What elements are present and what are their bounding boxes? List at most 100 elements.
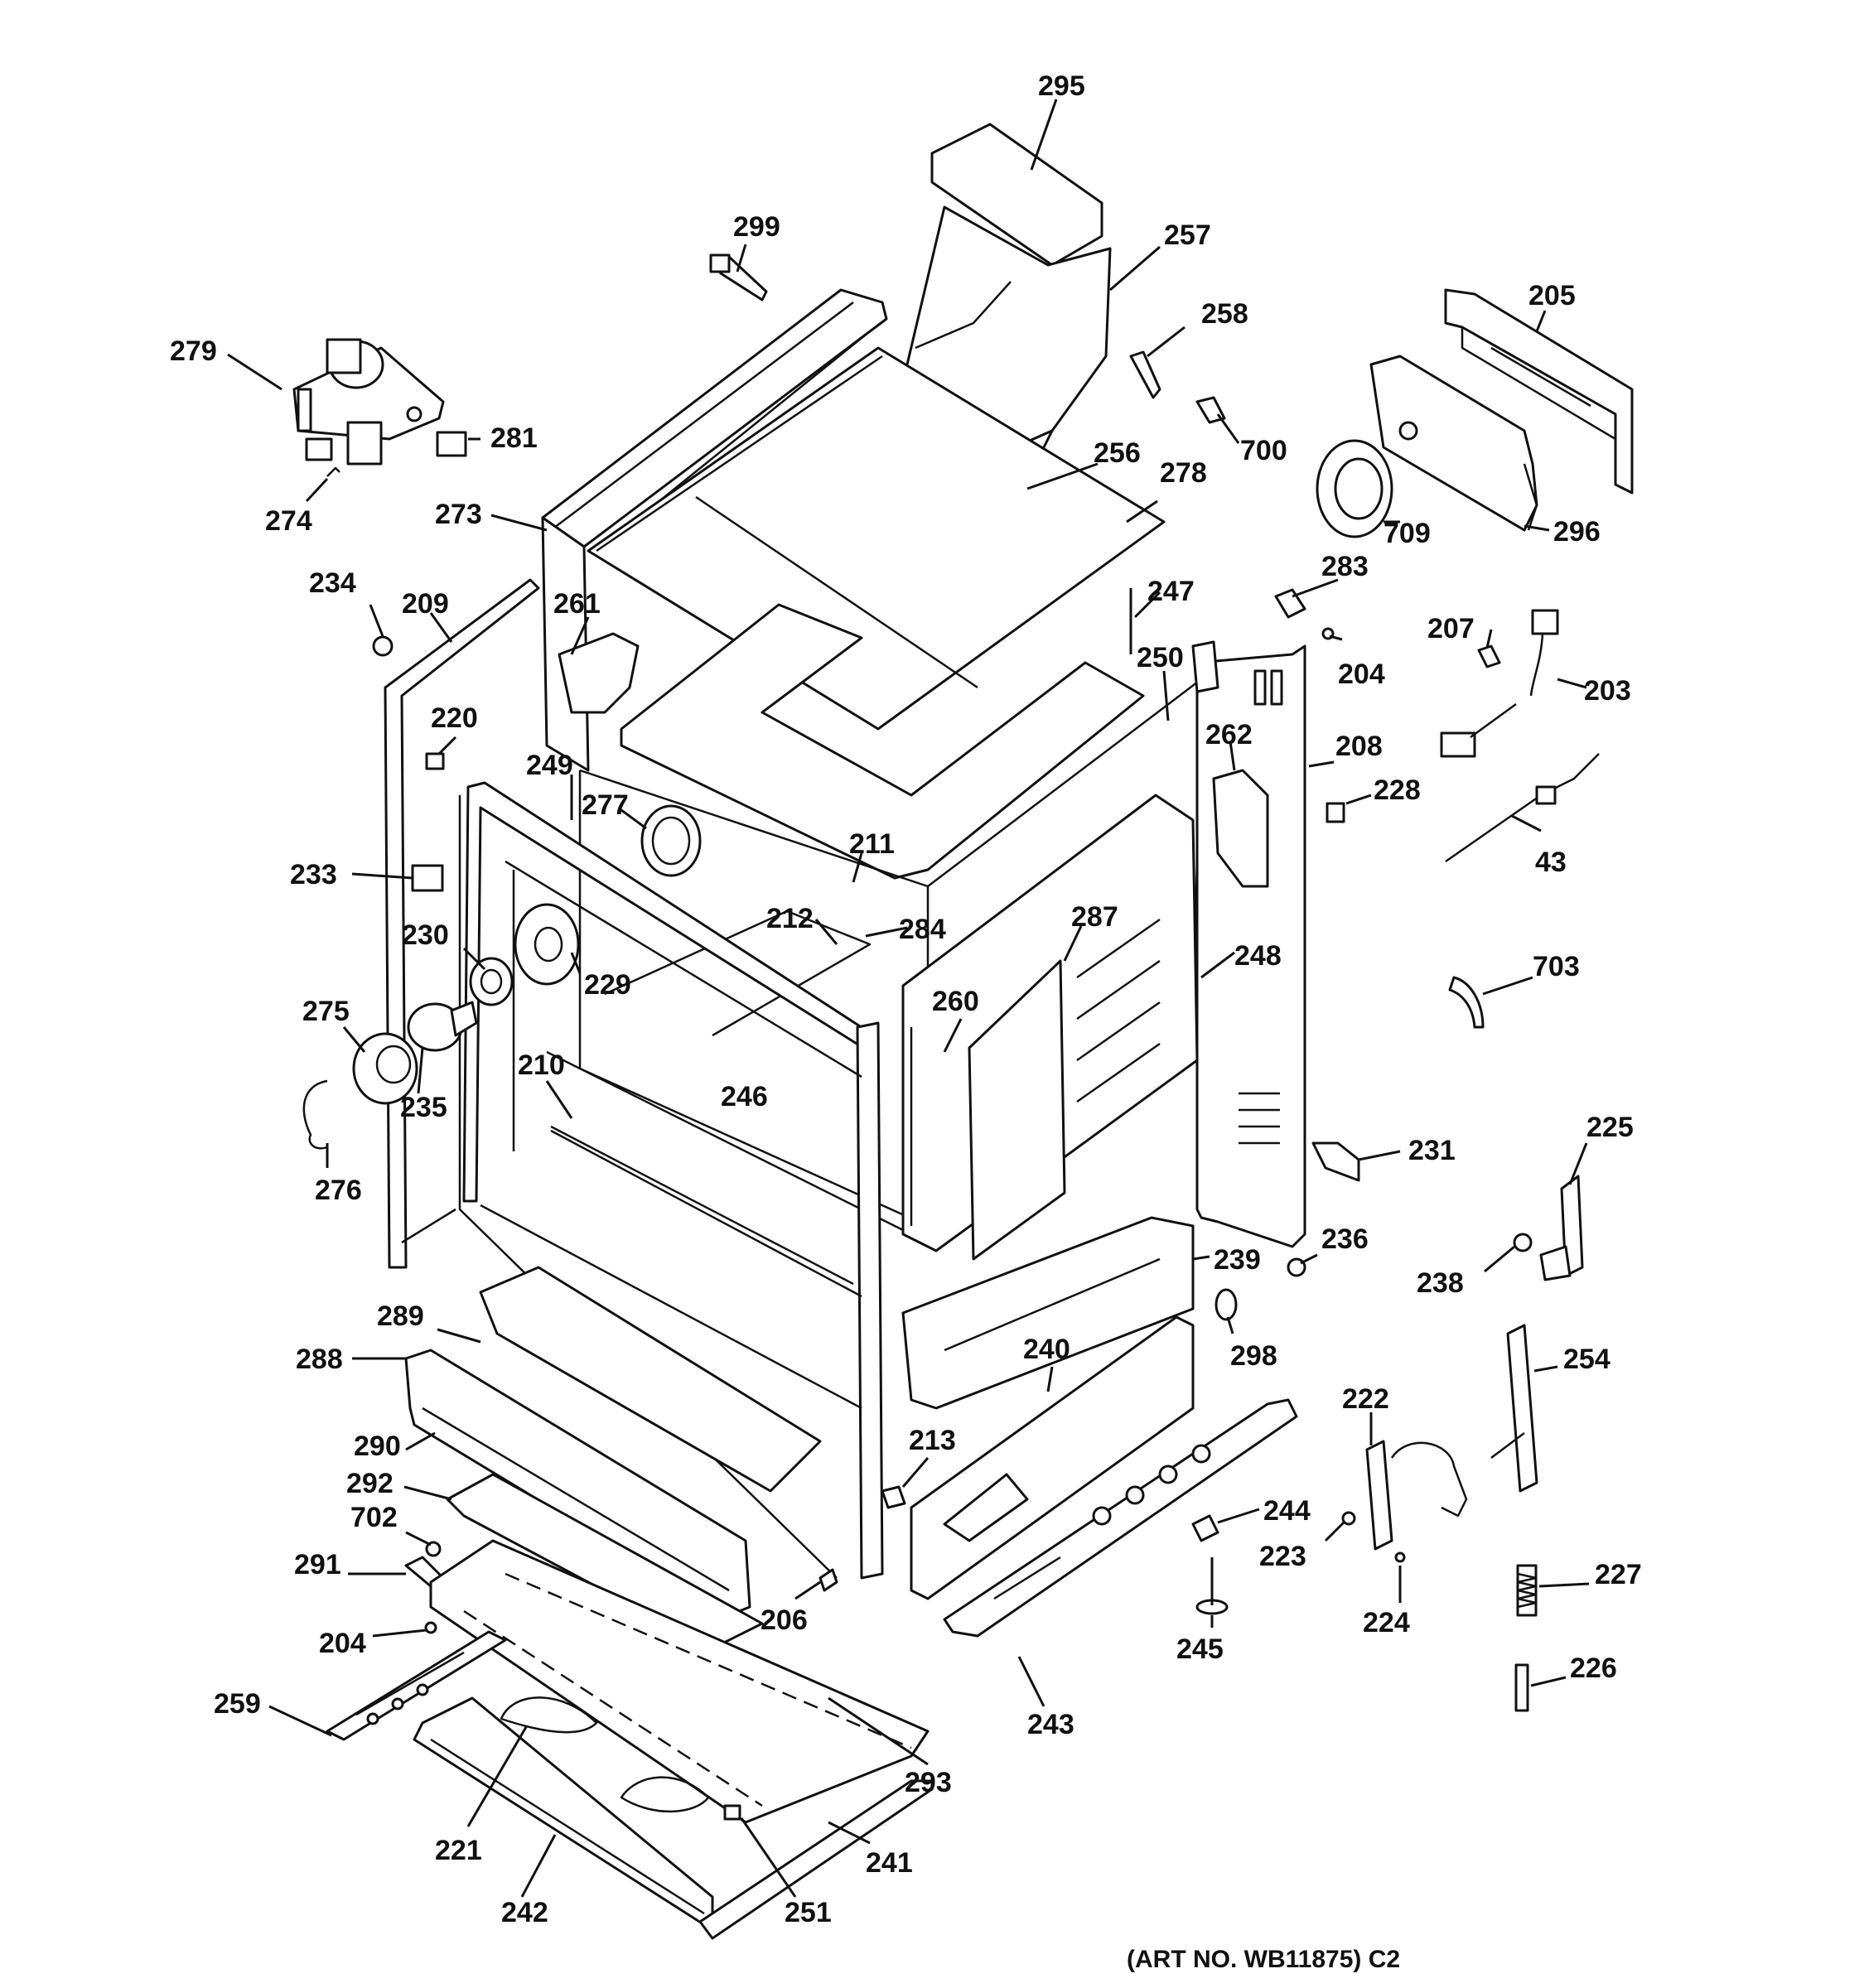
callout-234: 234 bbox=[309, 567, 356, 599]
screw-part-204b bbox=[424, 1621, 437, 1634]
back-panel-part-296 bbox=[1369, 355, 1538, 532]
clip-part-213 bbox=[881, 1485, 906, 1509]
link-part-226 bbox=[1514, 1663, 1529, 1712]
callout-233: 233 bbox=[290, 859, 337, 890]
top-frame-part-273 bbox=[541, 288, 888, 772]
callout-274: 274 bbox=[265, 505, 312, 537]
callout-276: 276 bbox=[315, 1175, 362, 1206]
callout-289: 289 bbox=[377, 1300, 424, 1332]
rail-part-241 bbox=[698, 1779, 934, 1940]
callout-248: 248 bbox=[1234, 940, 1282, 972]
socket-part-233 bbox=[411, 864, 444, 892]
screw-part-223 bbox=[1341, 1511, 1356, 1526]
screw-part-274 bbox=[326, 466, 340, 477]
shield-part-703 bbox=[1448, 976, 1485, 1029]
callout-231: 231 bbox=[1408, 1135, 1456, 1166]
gasket-part-276 bbox=[302, 1079, 328, 1150]
callout-246: 246 bbox=[721, 1081, 768, 1112]
callout-204a: 204 bbox=[1338, 659, 1385, 690]
clip-part-298 bbox=[1214, 1288, 1238, 1321]
callout-261: 261 bbox=[553, 588, 601, 620]
hinge-part-222 bbox=[1365, 1440, 1468, 1551]
callout-250: 250 bbox=[1137, 642, 1184, 673]
callout-254: 254 bbox=[1563, 1344, 1610, 1375]
callout-235: 235 bbox=[400, 1092, 447, 1123]
switch-part-281 bbox=[436, 431, 467, 457]
hinge-part-254 bbox=[1490, 1324, 1538, 1493]
callout-242: 242 bbox=[501, 1897, 548, 1928]
part-drawings bbox=[292, 123, 1634, 1940]
callout-702: 702 bbox=[350, 1502, 398, 1533]
callout-284: 284 bbox=[899, 914, 946, 945]
callout-43: 43 bbox=[1535, 847, 1567, 878]
bracket-part-231 bbox=[1311, 1141, 1360, 1182]
callout-209: 209 bbox=[402, 588, 449, 620]
callout-295: 295 bbox=[1038, 70, 1085, 102]
callout-244: 244 bbox=[1263, 1495, 1311, 1527]
callout-203: 203 bbox=[1584, 675, 1631, 707]
rail-part-210 bbox=[550, 1129, 862, 1298]
callout-238: 238 bbox=[1417, 1267, 1464, 1299]
grommet-part-234 bbox=[372, 635, 394, 657]
burner-part-709 bbox=[1316, 439, 1393, 538]
clip-part-283 bbox=[1274, 588, 1306, 619]
callout-228: 228 bbox=[1374, 774, 1421, 806]
callout-259: 259 bbox=[214, 1688, 261, 1720]
callout-247: 247 bbox=[1147, 576, 1195, 607]
callout-211: 211 bbox=[849, 828, 895, 860]
callout-299: 299 bbox=[733, 211, 780, 243]
bracket-part-225 bbox=[1513, 1175, 1584, 1281]
callout-278: 278 bbox=[1160, 457, 1207, 489]
panel-part-293 bbox=[429, 1539, 930, 1824]
panel-part-240 bbox=[910, 1315, 1195, 1600]
lamp-cover-part-275 bbox=[352, 1032, 418, 1105]
insulation-part-261 bbox=[558, 632, 640, 714]
callout-240: 240 bbox=[1023, 1334, 1070, 1365]
cord-part-203 bbox=[1440, 609, 1559, 758]
callout-210: 210 bbox=[518, 1049, 565, 1081]
callout-283: 283 bbox=[1321, 551, 1369, 582]
callout-229: 229 bbox=[584, 969, 631, 1001]
callout-227: 227 bbox=[1595, 1559, 1642, 1590]
callout-206: 206 bbox=[761, 1604, 808, 1636]
callout-291: 291 bbox=[294, 1549, 341, 1580]
screw-part-224 bbox=[1394, 1551, 1406, 1563]
callout-709: 709 bbox=[1384, 518, 1431, 549]
socket-part-230 bbox=[469, 957, 514, 1006]
callout-220: 220 bbox=[431, 702, 478, 734]
clip-part-207 bbox=[1477, 644, 1501, 668]
callout-258: 258 bbox=[1201, 298, 1248, 330]
insulation-part-262 bbox=[1212, 769, 1269, 888]
callout-241: 241 bbox=[866, 1847, 913, 1879]
callout-225: 225 bbox=[1586, 1112, 1634, 1143]
ring-inner-277 bbox=[651, 816, 691, 866]
callout-226: 226 bbox=[1570, 1653, 1617, 1684]
callout-256: 256 bbox=[1094, 437, 1141, 469]
slide-part-259 bbox=[326, 1630, 507, 1741]
callout-230: 230 bbox=[402, 919, 449, 951]
callout-277: 277 bbox=[582, 789, 629, 821]
callout-221: 221 bbox=[435, 1835, 482, 1866]
callout-275: 275 bbox=[302, 996, 350, 1027]
callout-287: 287 bbox=[1071, 901, 1118, 933]
burner-part-221 bbox=[500, 1696, 710, 1813]
rail-part-243 bbox=[943, 1398, 1298, 1638]
clip-part-700 bbox=[1195, 396, 1226, 424]
ring-part-229 bbox=[514, 903, 580, 986]
callout-236: 236 bbox=[1321, 1223, 1369, 1255]
callout-273: 273 bbox=[435, 499, 482, 530]
callout-293: 293 bbox=[905, 1767, 952, 1798]
back-panel-part-205 bbox=[1444, 288, 1634, 495]
art-number: (ART NO. WB11875) C2 bbox=[1127, 1946, 1400, 1973]
clip-part-244 bbox=[1191, 1514, 1219, 1542]
sensor-part-43 bbox=[1445, 753, 1600, 863]
panel-part-289 bbox=[479, 1266, 822, 1493]
panel-part-292 bbox=[446, 1473, 764, 1650]
callout-208: 208 bbox=[1335, 731, 1383, 762]
callout-224: 224 bbox=[1363, 1607, 1410, 1638]
callout-212: 212 bbox=[766, 903, 814, 934]
clip-part-220 bbox=[425, 752, 445, 770]
spring-part-227 bbox=[1516, 1564, 1538, 1617]
callout-279: 279 bbox=[170, 335, 217, 367]
